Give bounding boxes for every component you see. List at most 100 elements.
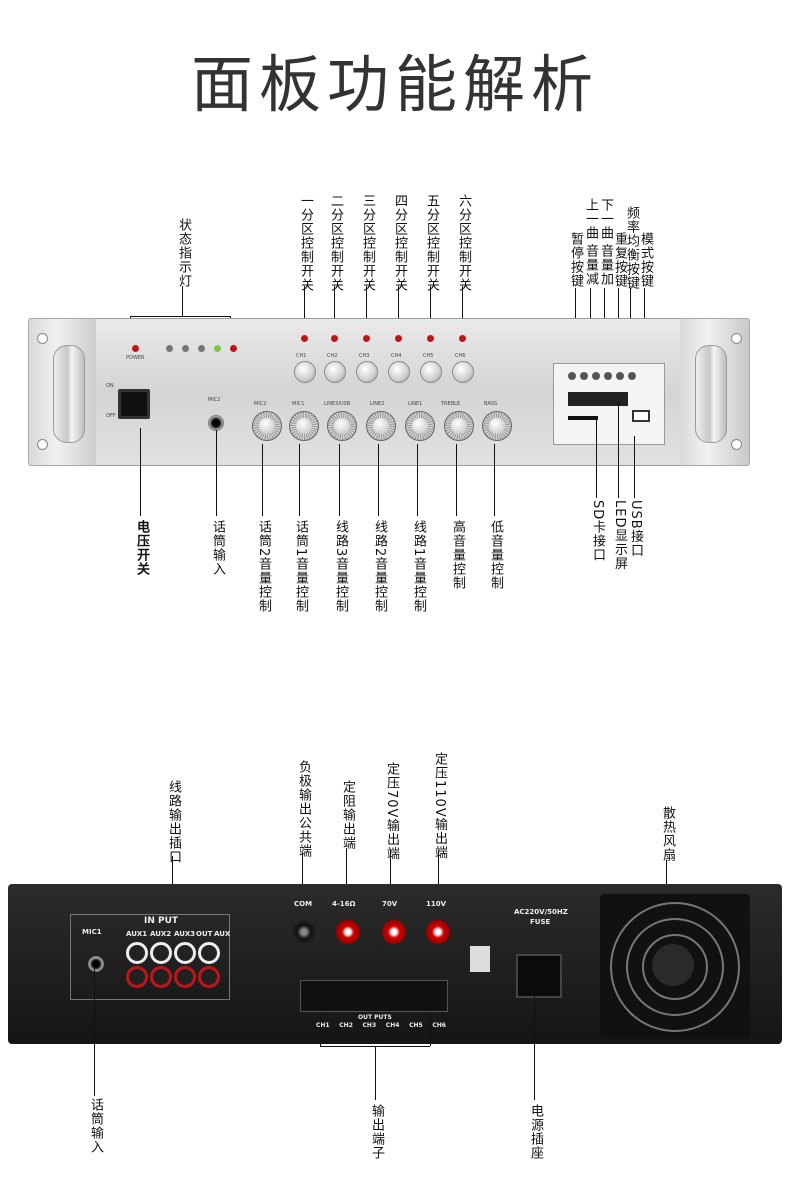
status-led: [230, 345, 237, 352]
label-line1-vol: 线路1音量控制: [411, 520, 426, 614]
label-line3-vol: 线路3音量控制: [333, 520, 348, 614]
mic-input-jack[interactable]: [208, 415, 224, 431]
aux1-white-rca[interactable]: [126, 942, 148, 964]
pause-button[interactable]: [568, 372, 576, 380]
outputs-label: OUT PUTS: [358, 1014, 392, 1021]
label-line2-vol: 线路2音量控制: [372, 520, 387, 614]
certification-sticker: [470, 946, 490, 972]
line2-volume-knob[interactable]: [366, 411, 396, 441]
out-red-rca[interactable]: [198, 966, 220, 988]
label-pause: 暂停按键: [568, 232, 583, 288]
usb-port[interactable]: [632, 410, 650, 422]
output-terminal-block[interactable]: [300, 980, 448, 1012]
aux1-red-rca[interactable]: [126, 966, 148, 988]
label-vol-down: 音量减: [583, 244, 598, 286]
ch6-led: [459, 335, 466, 342]
status-led: [166, 345, 173, 352]
label-rear-mic-in: 话筒输入: [88, 1098, 103, 1154]
aux1-label: AUX1: [126, 930, 148, 938]
power-socket[interactable]: [516, 954, 562, 998]
input-label: IN PUT: [144, 916, 179, 926]
ch2-label: CH2: [327, 353, 338, 359]
zone3-button[interactable]: [356, 361, 378, 383]
right-handle: [695, 345, 727, 443]
knob-line1-label: LINE1: [408, 401, 423, 407]
ohm-terminal[interactable]: [336, 920, 360, 944]
label-110v-out: 定压110V输出端: [432, 752, 447, 860]
label-zone2: 二分区控制开关: [328, 194, 343, 292]
zone1-button[interactable]: [294, 361, 316, 383]
v70-terminal[interactable]: [382, 920, 406, 944]
aux2-label: AUX2: [150, 930, 172, 938]
mic1-volume-knob[interactable]: [289, 411, 319, 441]
v110-terminal[interactable]: [426, 920, 450, 944]
label-70v-out: 定压70V输出端: [384, 762, 399, 861]
label-next: 下一曲: [598, 198, 613, 240]
ch6-label: CH6: [455, 353, 466, 359]
ohm-label: 4-16Ω: [332, 900, 356, 908]
aux2-red-rca[interactable]: [150, 966, 172, 988]
line1-volume-knob[interactable]: [405, 411, 435, 441]
label-status-leds: 状态指示灯: [176, 218, 191, 288]
eq-button[interactable]: [616, 372, 624, 380]
aux-label: AUX: [214, 930, 231, 938]
out-ch4-label: CH4: [385, 1022, 400, 1029]
ac-label: AC220V/50HZ: [514, 908, 568, 916]
label-treble: 高音量控制: [450, 520, 465, 590]
label-com-out: 负极输出公共端: [296, 760, 311, 858]
sd-card-slot[interactable]: [568, 416, 598, 420]
power-switch[interactable]: [118, 389, 150, 419]
rear-mic-jack[interactable]: [88, 956, 104, 972]
bass-knob[interactable]: [482, 411, 512, 441]
zone6-button[interactable]: [452, 361, 474, 383]
knob-line3-label: LINE3/USB: [324, 401, 351, 407]
treble-knob[interactable]: [444, 411, 474, 441]
ch2-led: [331, 335, 338, 342]
label-usb: USB接口: [628, 500, 643, 558]
label-bass: 低音量控制: [488, 520, 503, 590]
line3-volume-knob[interactable]: [327, 411, 357, 441]
zone4-button[interactable]: [388, 361, 410, 383]
label-sd-card: SD卡接口: [590, 500, 605, 563]
label-mode: 模式按键: [638, 232, 653, 288]
rear-panel: MIC1 IN PUT AUX1 AUX2 AUX3 OUT AUX COM 4…: [8, 884, 782, 1044]
power-led-label: POWER: [126, 355, 145, 361]
status-led: [214, 345, 221, 352]
mic2-volume-knob[interactable]: [252, 411, 282, 441]
com-label: COM: [294, 900, 313, 908]
out-label: OUT: [196, 930, 213, 938]
label-vol-up: 音量加: [598, 244, 613, 286]
label-led-display: LED显示屏: [612, 500, 627, 571]
label-zone4: 四分区控制开关: [392, 194, 407, 292]
mic-jack-label: MIC2: [208, 397, 221, 403]
label-eq: 频率均衡按键: [624, 206, 639, 290]
mode-button[interactable]: [628, 372, 636, 380]
aux2-white-rca[interactable]: [150, 942, 172, 964]
v110-label: 110V: [426, 900, 447, 908]
out-ch3-label: CH3: [362, 1022, 377, 1029]
left-handle: [53, 345, 85, 443]
com-terminal[interactable]: [292, 920, 316, 944]
repeat-button[interactable]: [604, 372, 612, 380]
out-ch5-label: CH5: [409, 1022, 423, 1029]
status-led: [182, 345, 189, 352]
ch1-label: CH1: [296, 353, 307, 359]
zone2-button[interactable]: [324, 361, 346, 383]
ch5-led: [427, 335, 434, 342]
out-ch6-label: CH6: [432, 1022, 446, 1029]
next-button[interactable]: [592, 372, 600, 380]
out-ch1-label: CH1: [316, 1022, 330, 1029]
zone5-button[interactable]: [420, 361, 442, 383]
led-display: [568, 392, 628, 406]
label-fan: 散热风扇: [660, 806, 675, 862]
aux3-red-rca[interactable]: [174, 966, 196, 988]
out-white-rca[interactable]: [198, 942, 220, 964]
off-label: OFF: [106, 413, 116, 419]
prev-button[interactable]: [580, 372, 588, 380]
right-rack-ear: [678, 318, 750, 466]
label-repeat: 重复按键: [612, 232, 627, 288]
front-face: POWER ON OFF MIC2 CH1 CH2 CH3 CH4 CH5 CH…: [96, 318, 680, 466]
front-panel: POWER ON OFF MIC2 CH1 CH2 CH3 CH4 CH5 CH…: [28, 318, 750, 466]
aux3-white-rca[interactable]: [174, 942, 196, 964]
label-mic2-vol: 话筒2音量控制: [256, 520, 271, 614]
